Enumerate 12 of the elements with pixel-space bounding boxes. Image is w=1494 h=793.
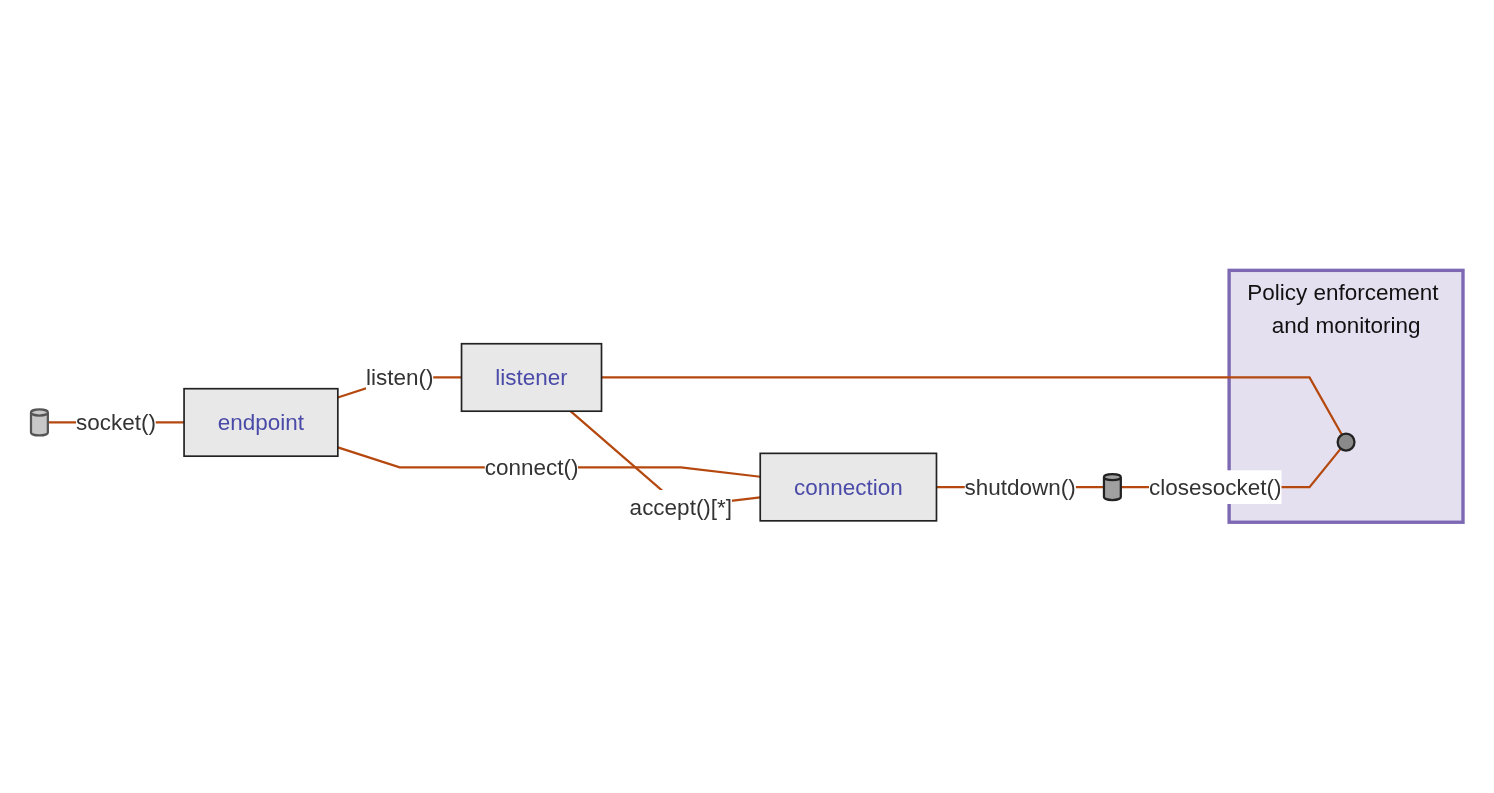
connector — [601, 375, 1343, 435]
node-cylinder — [1102, 472, 1122, 501]
node-cylinder — [29, 407, 49, 436]
edge-label: accept()[*] — [629, 493, 733, 519]
node-circle — [1336, 432, 1356, 452]
node-box: connection — [759, 452, 938, 522]
edge-label: shutdown() — [964, 474, 1076, 499]
edge-label: socket() — [75, 409, 156, 435]
node-box: listener — [460, 342, 603, 412]
edge-label: listen() — [365, 364, 434, 390]
node-box: endpoint — [183, 387, 339, 457]
edge-label: connect() — [484, 454, 579, 480]
